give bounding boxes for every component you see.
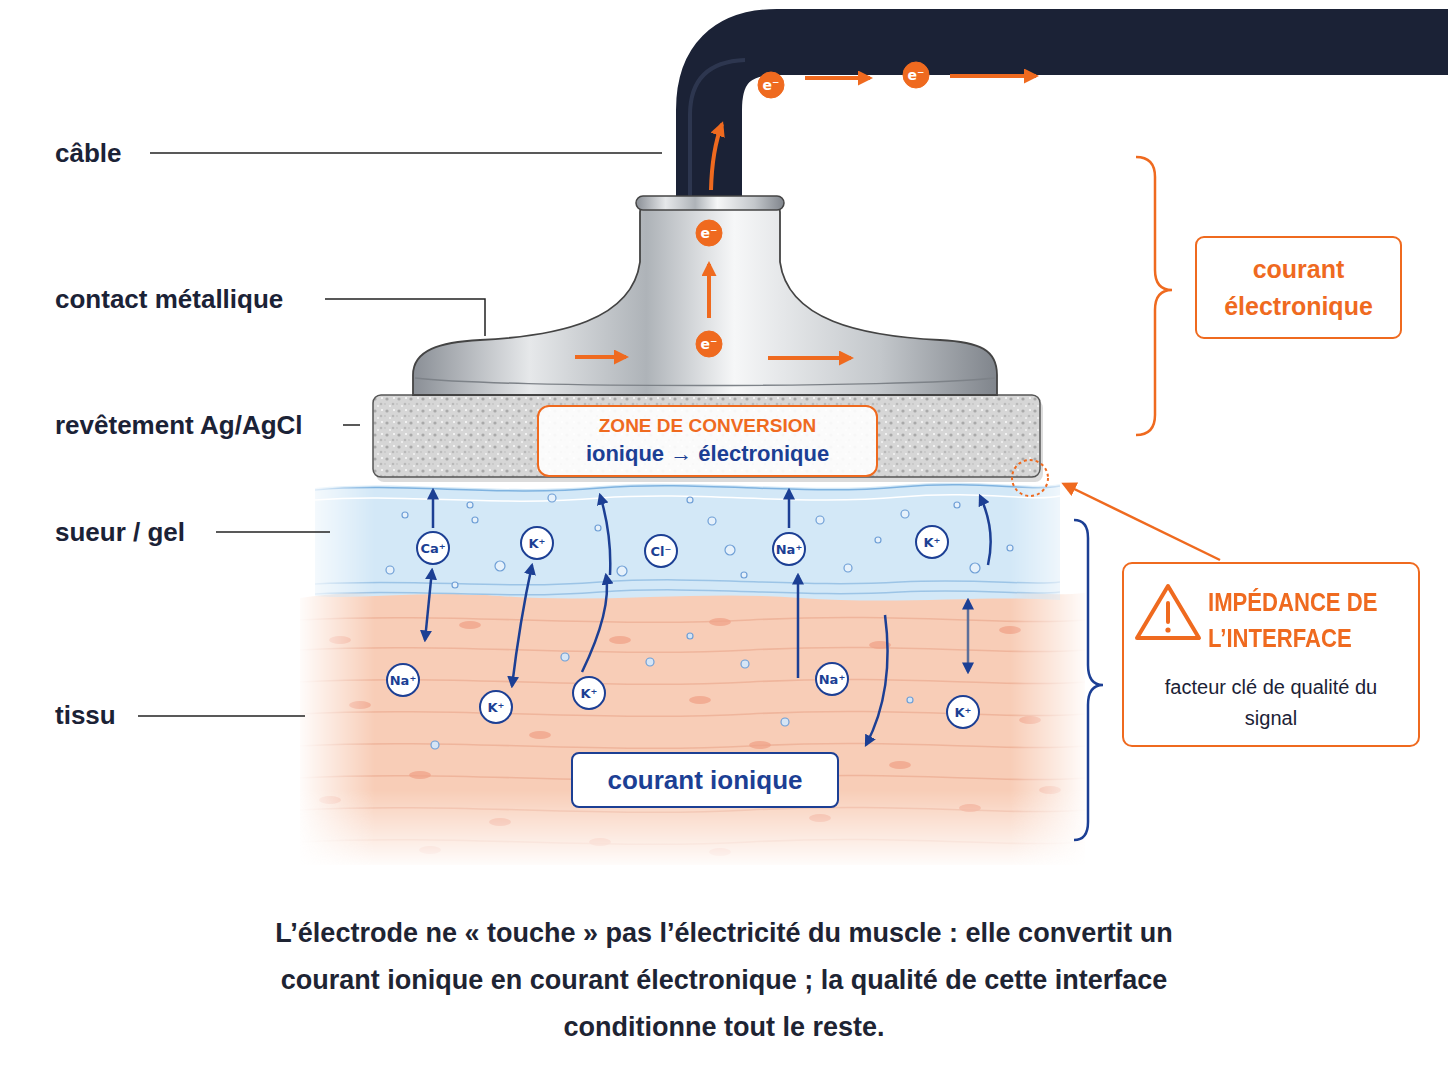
ion-circle: Cl⁻	[644, 534, 678, 568]
electron-circle: e⁻	[902, 61, 930, 89]
gel-waves	[315, 485, 1060, 595]
caption: L’électrode ne « touche » pas l’électric…	[274, 910, 1174, 1051]
node-text: K⁺	[924, 535, 941, 550]
gel-bubbles	[386, 494, 1013, 588]
ion-circle: K⁺	[946, 695, 980, 729]
node-text: Na⁺	[819, 672, 846, 687]
warning-icon	[1137, 586, 1199, 638]
node-text: ZONE DE CONVERSION	[599, 413, 816, 439]
electron-circle: e⁻	[695, 330, 723, 358]
part-label: sueur / gel	[55, 517, 185, 547]
tissue-ion-dots	[431, 633, 913, 749]
ion-circle-shape	[480, 691, 512, 723]
metal-contact	[413, 198, 997, 395]
gel-layer	[315, 483, 1060, 601]
electron-circle-shape	[903, 62, 929, 88]
ion-circle: Na⁺	[772, 532, 806, 566]
node-text: IMPÉDANCE DE L’INTERFACE	[1208, 584, 1412, 656]
part-label: contact métallique	[55, 284, 283, 314]
ion-circle-shape	[947, 696, 979, 728]
tissue-cells	[319, 618, 1061, 856]
tissue-body	[300, 590, 1085, 865]
node-text: K⁺	[581, 686, 598, 701]
interface-pointer	[1064, 484, 1220, 560]
electron-circle-shape	[696, 331, 722, 357]
ion-circle-shape	[645, 535, 677, 567]
electron-arrows	[575, 76, 1036, 358]
node-text: e⁻	[701, 225, 718, 241]
current-box: courant électronique	[1195, 236, 1402, 339]
ion-circle-shape	[773, 533, 805, 565]
agcl-coating	[373, 395, 1040, 477]
part-label: tissu	[55, 700, 116, 730]
node-text: Na⁺	[776, 542, 803, 557]
node-text: e⁻	[908, 67, 925, 83]
ion-circle-shape	[521, 527, 553, 559]
node-subtext: facteur clé de qualité du signal	[1142, 672, 1400, 734]
ion-circle-shape	[387, 664, 419, 696]
ion-circle-shape	[573, 677, 605, 709]
node-text: courant ionique	[608, 765, 803, 796]
cable-highlight	[690, 60, 745, 205]
cable	[709, 42, 1448, 210]
interface-marker	[1012, 460, 1048, 496]
callout-box: IMPÉDANCE DE L’INTERFACE facteur clé de q…	[1122, 562, 1420, 747]
gel-body	[315, 483, 1060, 601]
metal-rim	[415, 378, 995, 386]
ion-circle-shape	[417, 532, 449, 564]
node-text: Na⁺	[390, 673, 417, 688]
ion-circle: K⁺	[520, 526, 554, 560]
ion-circle: Na⁺	[386, 663, 420, 697]
conversion-box: ZONE DE CONVERSIONionique → électronique	[537, 405, 878, 477]
part-label: câble	[55, 138, 122, 168]
node-text: K⁺	[529, 536, 546, 551]
ion-circle: Ca⁺	[416, 531, 450, 565]
ion-arrows	[425, 490, 991, 745]
node-subtext: ionique → électronique	[586, 439, 829, 469]
electronic-bracket	[1136, 157, 1172, 435]
node-text: courant électronique	[1214, 251, 1384, 325]
node-text: K⁺	[488, 700, 505, 715]
tissue-layer	[300, 590, 1085, 865]
ion-circle-shape	[816, 663, 848, 695]
part-label: revêtement Ag/AgCl	[55, 410, 303, 440]
ion-circle: K⁺	[915, 525, 949, 559]
node-text: Ca⁺	[420, 541, 445, 556]
node-text: e⁻	[701, 336, 718, 352]
current-box: courant ionique	[571, 752, 839, 808]
node-text: e⁻	[763, 77, 780, 93]
ion-circle: K⁺	[572, 676, 606, 710]
ion-circle: K⁺	[479, 690, 513, 724]
ion-circle-shape	[916, 526, 948, 558]
node-text: Cl⁻	[651, 544, 672, 559]
node-text: K⁺	[955, 705, 972, 720]
electron-circle: e⁻	[757, 71, 785, 99]
ion-circle: Na⁺	[815, 662, 849, 696]
ionic-bracket	[1074, 520, 1103, 840]
electron-circle-shape	[758, 72, 784, 98]
electron-circle-shape	[696, 220, 722, 246]
electron-circle: e⁻	[695, 219, 723, 247]
metal-collar	[636, 196, 784, 210]
